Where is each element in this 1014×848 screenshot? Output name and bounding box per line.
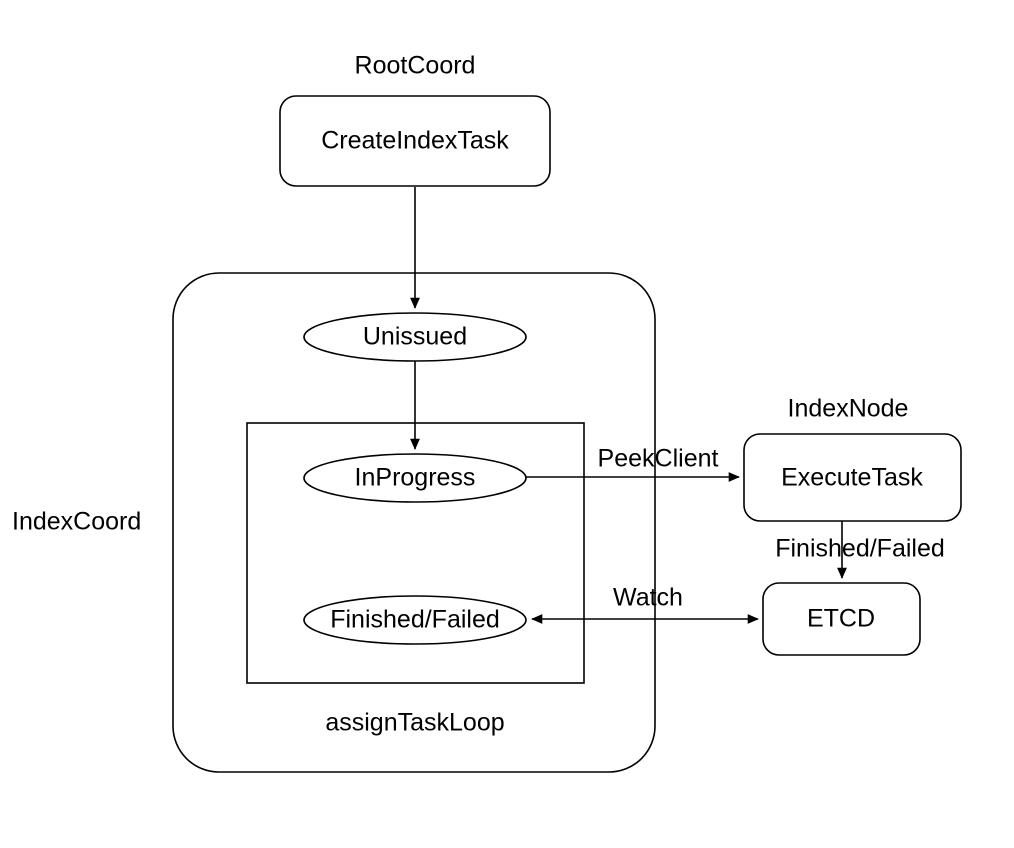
node-finished-failed[interactable]: Finished/Failed (303, 595, 527, 645)
node-execute-task[interactable]: ExecuteTask (743, 433, 962, 522)
index-coord-label: IndexCoord (12, 508, 141, 536)
node-unissued[interactable]: Unissued (303, 312, 527, 362)
node-unissued-shape (303, 312, 527, 362)
node-execute-task-shape (743, 433, 962, 522)
node-etcd-shape (762, 582, 921, 656)
index-coord-container (172, 272, 656, 773)
node-create-index-task-shape (279, 95, 551, 187)
edge-label-peekclient: PeekClient (598, 445, 719, 473)
node-etcd-label: ETCD (807, 605, 875, 633)
edge-label-watch: Watch (613, 584, 683, 612)
node-finished-failed-shape (303, 595, 527, 645)
edge-label-finished-failed: Finished/Failed (775, 535, 945, 563)
node-etcd[interactable]: ETCD (762, 582, 921, 656)
assign-task-loop-label: assignTaskLoop (325, 709, 504, 737)
node-finished-failed-label: Finished/Failed (330, 606, 500, 634)
node-create-index-task-label: CreateIndexTask (321, 127, 509, 155)
node-in-progress-label: InProgress (355, 464, 476, 492)
node-in-progress[interactable]: InProgress (303, 453, 527, 503)
node-create-index-task[interactable]: CreateIndexTask (279, 95, 551, 187)
node-unissued-label: Unissued (363, 323, 467, 351)
root-coord-label: RootCoord (355, 52, 476, 80)
node-in-progress-shape (303, 453, 527, 503)
node-execute-task-label: ExecuteTask (781, 464, 923, 492)
index-node-label: IndexNode (788, 395, 909, 423)
